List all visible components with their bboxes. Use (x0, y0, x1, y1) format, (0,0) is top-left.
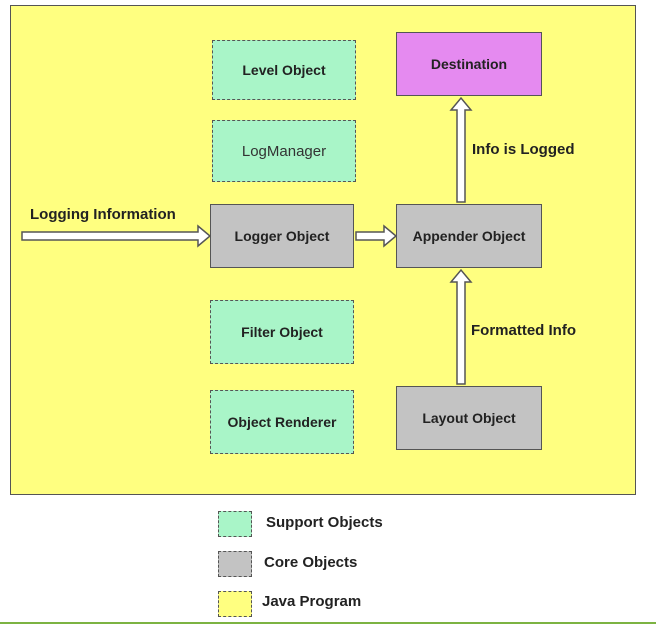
destination-label: Destination (430, 56, 508, 72)
arrow-logger-to-appender (355, 224, 398, 248)
appender-object-box: Appender Object (396, 204, 542, 268)
legend-support-swatch (218, 511, 252, 537)
layout-object-box: Layout Object (396, 386, 542, 450)
log-manager-box: LogManager (212, 120, 356, 182)
appender-object-label: Appender Object (412, 228, 526, 244)
legend-core-label: Core Objects (264, 554, 358, 571)
legend-core-swatch (218, 551, 252, 577)
destination-box: Destination (396, 32, 542, 96)
logger-object-box: Logger Object (210, 204, 354, 268)
layout-object-label: Layout Object (422, 410, 516, 426)
level-object-label: Level Object (242, 62, 326, 78)
log-manager-label: LogManager (241, 142, 327, 160)
arrow-logging-to-logger (21, 224, 212, 248)
legend-java-swatch (218, 591, 252, 617)
filter-object-box: Filter Object (210, 300, 354, 364)
level-object-box: Level Object (212, 40, 356, 100)
bottom-divider (0, 622, 656, 624)
arrow-appender-to-destination (449, 96, 473, 203)
filter-object-label: Filter Object (241, 324, 323, 340)
object-renderer-box: Object Renderer (210, 390, 354, 454)
legend-support-label: Support Objects (266, 514, 383, 531)
formatted-info-label: Formatted Info (471, 322, 576, 339)
arrow-layout-to-appender (449, 268, 473, 385)
object-renderer-label: Object Renderer (227, 414, 337, 430)
logger-object-label: Logger Object (234, 228, 330, 244)
info-is-logged-label: Info is Logged (472, 141, 575, 158)
logging-information-label: Logging Information (30, 206, 176, 223)
legend-java-label: Java Program (262, 593, 362, 610)
